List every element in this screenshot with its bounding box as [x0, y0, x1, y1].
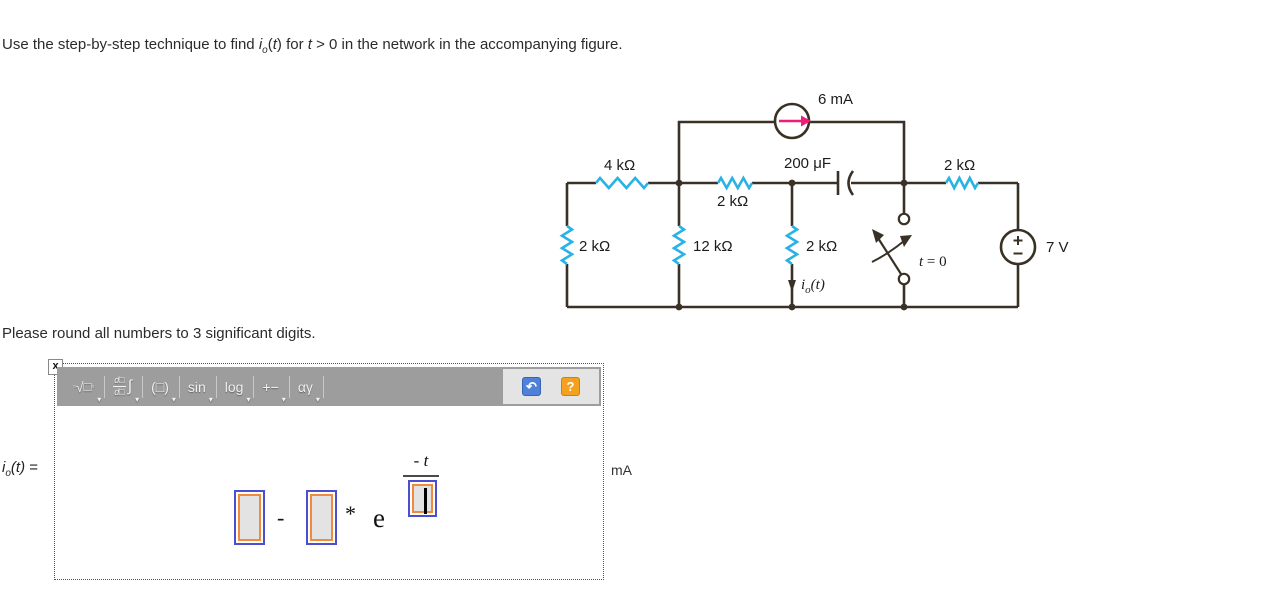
question-mid: for — [281, 36, 308, 53]
chevron-down-icon: ▾ — [171, 395, 176, 404]
exponent-numerator: - t — [403, 451, 439, 471]
toolbar-separator — [253, 375, 255, 398]
chevron-down-icon: ▾ — [246, 395, 251, 404]
junction-dots — [675, 179, 908, 311]
chevron-down-icon: ▾ — [208, 395, 213, 404]
exp-t: t — [423, 451, 429, 470]
toolbar-greek-button[interactable]: αγ ▾ — [292, 367, 321, 406]
lhs-args: (t) — [10, 459, 26, 476]
exp-base-e: e — [373, 503, 385, 533]
io-current-arrow-icon — [788, 280, 796, 292]
derivative-icon: d□d□ — [113, 375, 126, 397]
capacitor-symbol — [836, 170, 855, 196]
question-suffix: > 0 in the network in the accompanying f… — [311, 36, 623, 53]
toolbar-separator — [104, 375, 106, 398]
label-io-current: io(t) — [801, 277, 825, 296]
question-text: Use the step-by-step technique to find i… — [2, 36, 623, 56]
lhs-sub: o — [5, 468, 11, 479]
chevron-down-icon: ▾ — [281, 395, 286, 404]
sin-label: sin — [187, 378, 206, 395]
parentheses-label: (□) — [151, 378, 169, 395]
question-io-sub: o — [262, 45, 268, 56]
resistor-symbols — [559, 175, 980, 266]
help-button[interactable]: ? — [561, 377, 580, 396]
root-index-box: ▫ — [73, 382, 76, 391]
minus-operator: - — [277, 505, 285, 530]
question-t-arg: t — [272, 36, 277, 53]
equation-toolbar: ▫√□▫ ▾ d□d□ ∫ ▾ (□) ▾ sin ▾ log ▾ +− ▾ α… — [57, 367, 601, 406]
chevron-down-icon: ▾ — [135, 395, 140, 404]
toolbar-action-section: ↶ ? — [503, 369, 599, 404]
times-operator: * — [345, 501, 356, 526]
unit-label: mA — [611, 462, 632, 478]
toolbar-trig-button[interactable]: sin ▾ — [182, 367, 214, 406]
label-r-4k: 4 kΩ — [604, 157, 635, 174]
voltage-source-circle — [999, 228, 1037, 266]
question-io-i: i — [258, 36, 263, 53]
question-paren-close: ) — [276, 36, 282, 53]
label-r-2k-right: 2 kΩ — [944, 157, 975, 174]
question-prefix: Use the step-by-step technique to find — [2, 36, 259, 53]
lhs-equals: = — [25, 459, 39, 476]
answer-box-time-constant[interactable] — [408, 480, 437, 517]
switch-symbol — [871, 212, 912, 286]
toolbar-operators-button[interactable]: +− ▾ — [256, 367, 286, 406]
radical-icon: √ — [75, 378, 84, 395]
answer-box-inner — [412, 484, 433, 514]
question-paren-open: ( — [267, 36, 273, 53]
label-capacitor: 200 μF — [784, 155, 831, 172]
answer-box-inner — [238, 494, 261, 541]
round-instruction: Please round all numbers to 3 significan… — [2, 325, 316, 342]
voltage-source-polarity-icon — [1013, 236, 1023, 255]
current-source-arrow-icon — [779, 115, 811, 127]
equation-lhs: io(t) = — [2, 459, 38, 479]
toolbar-separator — [142, 375, 144, 398]
exp-minus: - — [413, 451, 420, 470]
log-label: log — [224, 378, 244, 395]
toolbar-separator — [215, 375, 217, 398]
integral-icon: ∫ — [127, 377, 133, 395]
answer-box-coefficient-2[interactable] — [306, 490, 337, 545]
toolbar-parentheses-button[interactable]: (□) ▾ — [145, 367, 177, 406]
answer-box-inner — [310, 494, 333, 541]
answer-box-coefficient-1[interactable] — [234, 490, 265, 545]
greek-label: αγ — [297, 378, 313, 395]
toolbar-log-button[interactable]: log ▾ — [219, 367, 252, 406]
chevron-down-icon: ▾ — [97, 395, 102, 404]
circuit-diagram: 6 mA 4 kΩ 2 kΩ 200 μF 2 kΩ 2 kΩ 12 kΩ 2 … — [559, 91, 1069, 311]
label-current-source: 6 mA — [818, 91, 853, 108]
label-switch-time: t = 0 — [919, 254, 947, 270]
undo-button[interactable]: ↶ — [522, 377, 541, 396]
plus-minus-label: +− — [262, 378, 279, 395]
question-t-var: t — [307, 36, 312, 53]
label-r-2k-mid: 2 kΩ — [717, 193, 748, 210]
radicand-box: □ — [83, 379, 92, 394]
label-r-2k-left: 2 kΩ — [579, 238, 610, 255]
toolbar-separator — [288, 375, 290, 398]
toolbar-separator — [178, 375, 180, 398]
exponent-box: ▫ — [91, 382, 95, 391]
chevron-down-icon: ▾ — [315, 395, 320, 404]
help-icon: ? — [566, 379, 575, 394]
label-r-12k: 12 kΩ — [693, 238, 733, 255]
toolbar-separator — [322, 375, 324, 398]
toolbar-calculus-button[interactable]: d□d□ ∫ ▾ — [107, 367, 140, 406]
lhs-i: i — [2, 459, 6, 476]
label-voltage-source: 7 V — [1046, 239, 1069, 256]
undo-icon: ↶ — [526, 378, 537, 394]
toolbar-root-button[interactable]: ▫√□▫ ▾ — [67, 367, 102, 406]
circuit-wires — [565, 120, 1020, 309]
fraction-bar — [403, 475, 439, 477]
text-cursor — [424, 488, 427, 514]
label-r-2k-out: 2 kΩ — [806, 238, 837, 255]
